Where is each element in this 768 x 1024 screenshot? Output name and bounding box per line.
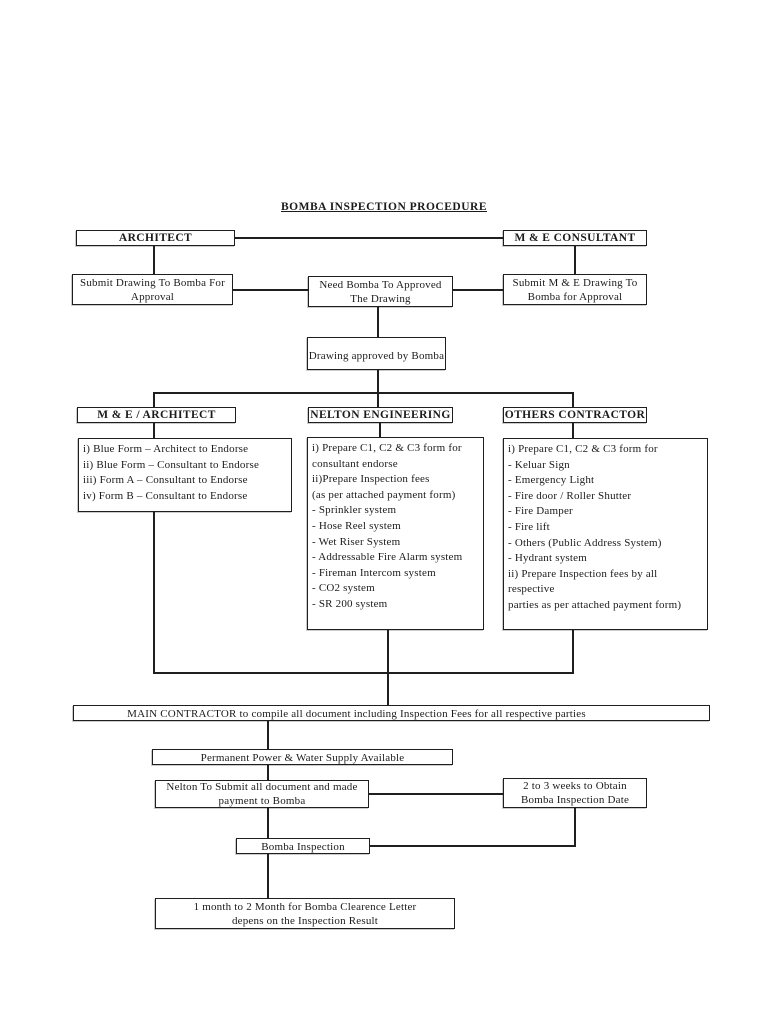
connector-line: [267, 808, 269, 838]
connector-line: [153, 423, 155, 438]
text-line: ii) Prepare Inspection fees by all respe…: [508, 567, 658, 596]
connector-line: [153, 672, 574, 674]
text-line: 2 to 3 weeks to Obtain: [523, 780, 627, 792]
text-line: - Fire Damper: [508, 505, 573, 518]
text-line: - Addressable Fire Alarm system: [312, 551, 463, 564]
connector-line: [233, 289, 308, 291]
text-line: Bomba Inspection Date: [520, 794, 630, 806]
text-line: - CO2 system: [312, 582, 375, 595]
text-line: - Emergency Light: [508, 474, 595, 487]
text-line: - Fire door / Roller Shutter: [508, 489, 632, 502]
text-line: payment to Bomba: [218, 795, 306, 807]
connector-line: [153, 512, 155, 674]
text-line: - Fireman Intercom system: [312, 566, 436, 579]
text-line: i) Blue Form – Architect to Endorse: [83, 443, 249, 455]
node-me-architect-header: M & E / ARCHITECT: [77, 407, 236, 423]
connector-line: [153, 245, 155, 274]
connector-line: [154, 392, 573, 394]
node-main-contractor: MAIN CONTRACTOR to compile all document …: [73, 705, 710, 721]
text-line: - Hose Reel system: [312, 519, 401, 532]
text-line: depens on the Inspection Result: [231, 914, 379, 927]
node-architect: ARCHITECT: [76, 230, 235, 246]
page-title: BOMBA INSPECTION PROCEDURE: [281, 201, 487, 213]
connector-line: [377, 370, 379, 407]
text-line: ii)Prepare Inspection fees: [312, 473, 430, 486]
text-line: ii) Blue Form – Consultant to Endorse: [83, 458, 260, 471]
connector-line: [572, 630, 574, 674]
connector-line: [369, 793, 503, 795]
connector-line: [574, 808, 576, 847]
node-nelton-submit: Nelton To Submit all document and made pa…: [155, 780, 369, 808]
text-line: - Keluar Sign: [508, 458, 570, 471]
text-line: Need Bomba To Approved: [319, 278, 442, 291]
node-nelton-list: i) Prepare C1, C2 & C3 form for consultan…: [307, 437, 484, 630]
connector-line: [377, 307, 379, 337]
node-others-header: OTHERS CONTRACTOR: [503, 407, 647, 423]
connector-line: [153, 392, 155, 407]
text-line: parties as per attached payment form): [508, 598, 682, 611]
node-clearance-letter: 1 month to 2 Month for Bomba Clearence L…: [155, 898, 455, 929]
connector-line: [387, 630, 389, 705]
node-others-list: i) Prepare C1, C2 & C3 form for - Keluar …: [503, 438, 708, 630]
text-line: Nelton To Submit all document and made: [166, 781, 358, 793]
connector-line: [453, 289, 503, 291]
text-line: (as per attached payment form): [312, 488, 456, 501]
connector-line: [267, 854, 269, 898]
text-line: - Sprinkler system: [312, 504, 397, 517]
text-line: - Others (Public Address System): [508, 536, 662, 549]
text-line: - Hydrant system: [508, 552, 587, 565]
connector-line: [267, 765, 269, 780]
text-line: Approval: [130, 290, 175, 303]
connector-line: [574, 245, 576, 274]
text-line: iv) Form B – Consultant to Endorse: [83, 489, 248, 502]
node-permanent-power: Permanent Power & Water Supply Available: [152, 749, 453, 765]
text-line: The Drawing: [350, 292, 411, 305]
connector-line: [235, 237, 503, 239]
text-line: - SR 200 system: [312, 597, 388, 610]
text-line: 1 month to 2 Month for Bomba Clearence L…: [193, 900, 417, 913]
connector-line: [267, 721, 269, 749]
text-line: Bomba for Approval: [527, 290, 623, 303]
text-line: i) Prepare C1, C2 & C3 form for: [508, 443, 658, 455]
connector-line: [379, 423, 381, 437]
text-line: i) Prepare C1, C2 & C3 form for: [312, 442, 462, 454]
node-bomba-inspection: Bomba Inspection: [236, 838, 370, 854]
text-line: - Fire lift: [508, 520, 550, 533]
node-me-architect-list: i) Blue Form – Architect to Endorse ii) B…: [78, 438, 292, 512]
text-line: consultant endorse: [312, 457, 398, 470]
node-drawing-approved: Drawing approved by Bomba: [307, 337, 446, 370]
connector-line: [572, 392, 574, 407]
text-line: Submit M & E Drawing To: [512, 276, 638, 289]
node-nelton-header: NELTON ENGINEERING: [308, 407, 453, 423]
connector-line: [572, 423, 574, 438]
text-line: - Wet Riser System: [312, 535, 401, 548]
node-me-consultant: M & E CONSULTANT: [503, 230, 647, 246]
text-line: Submit Drawing To Bomba For: [80, 276, 225, 289]
text-line: iii) Form A – Consultant to Endorse: [83, 474, 248, 487]
connector-line: [370, 845, 575, 847]
